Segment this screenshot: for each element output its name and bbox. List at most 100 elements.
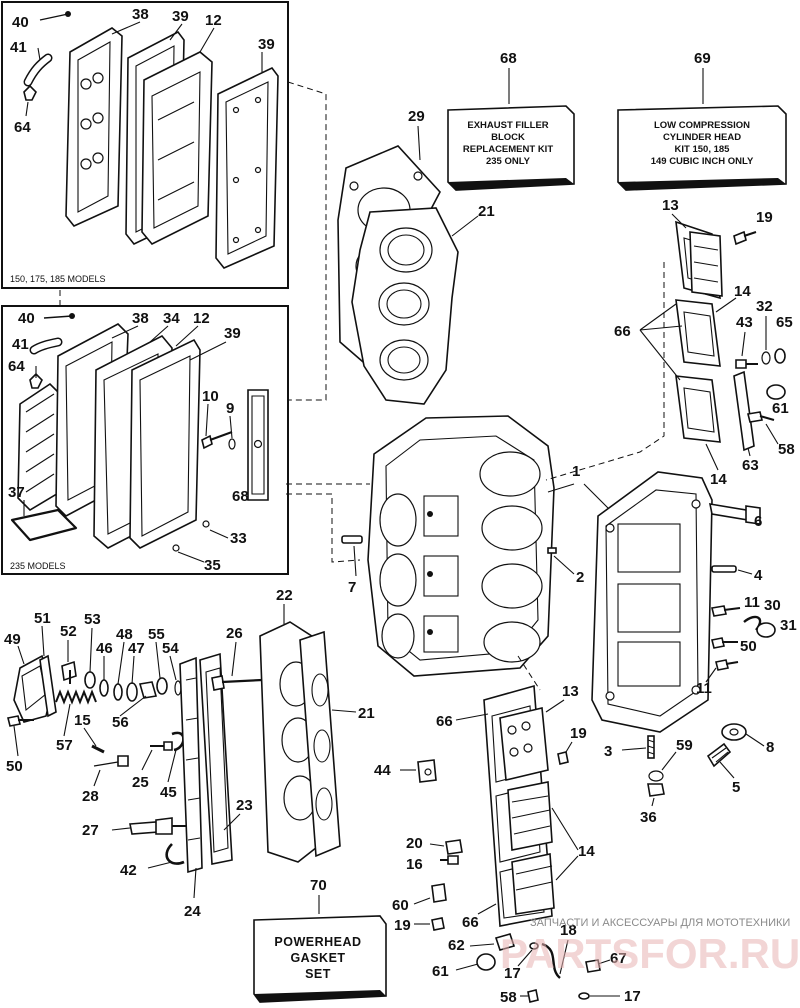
fitting-56 bbox=[138, 681, 158, 699]
crankcase-half bbox=[591, 471, 713, 733]
callout: 66 bbox=[462, 914, 479, 931]
reed-plate-mid bbox=[675, 299, 721, 367]
hose-top bbox=[23, 53, 53, 87]
bracket-63 bbox=[733, 370, 755, 452]
kit-box-69: LOW COMPRESSION CYLINDER HEAD KIT 150, 1… bbox=[617, 105, 787, 191]
cap-61-right bbox=[766, 384, 786, 400]
screw-11-lower bbox=[715, 659, 739, 671]
callout: 13 bbox=[662, 197, 679, 214]
bolt-10 bbox=[201, 431, 233, 450]
callout: 59 bbox=[676, 737, 693, 754]
inner-gasket-bottom bbox=[129, 338, 201, 549]
callout: 21 bbox=[478, 203, 495, 220]
screw-19-right bbox=[733, 230, 757, 246]
seal-53 bbox=[84, 671, 96, 689]
inset-caption-bottom: 235 MODELS bbox=[10, 561, 66, 571]
callout: 21 bbox=[358, 705, 375, 722]
screw-50-left bbox=[7, 715, 34, 727]
lower-reed-block-mid bbox=[507, 781, 553, 851]
callout: 28 bbox=[82, 788, 99, 805]
gasket-24 bbox=[179, 656, 203, 874]
callout: 52 bbox=[60, 623, 77, 640]
callout: 68 bbox=[500, 50, 517, 67]
callout: 47 bbox=[128, 640, 145, 657]
callout: 13 bbox=[562, 683, 579, 700]
callout: 43 bbox=[736, 314, 753, 331]
callout: 14 bbox=[710, 471, 727, 488]
callout: 9 bbox=[226, 400, 234, 417]
spring-57 bbox=[55, 689, 97, 705]
screw-11-upper bbox=[711, 605, 741, 617]
inset-frame-top bbox=[1, 1, 289, 289]
seal-55 bbox=[156, 677, 168, 695]
gasket-23 bbox=[199, 652, 233, 865]
screw-19-lower bbox=[557, 751, 569, 765]
callout: 17 bbox=[624, 988, 641, 1005]
callout: 53 bbox=[84, 611, 101, 628]
piston-47 bbox=[126, 682, 138, 702]
pin-15 bbox=[91, 744, 105, 754]
exhaust-manifold-top bbox=[141, 51, 213, 245]
clip-17-lower bbox=[578, 992, 590, 1000]
stud-3 bbox=[647, 735, 655, 759]
cylinder-block-1 bbox=[367, 415, 555, 677]
callout: 66 bbox=[614, 323, 631, 340]
cap-31 bbox=[756, 622, 776, 638]
callout: 61 bbox=[432, 963, 449, 980]
callout: 4 bbox=[754, 567, 763, 584]
kit-68-line4: 235 ONLY bbox=[486, 156, 531, 167]
clamp-42 bbox=[165, 843, 185, 865]
exhaust-cover-top bbox=[65, 27, 123, 227]
kit-69-line3: KIT 150, 185 bbox=[675, 144, 731, 155]
callout: 1 bbox=[572, 463, 580, 480]
callout: 19 bbox=[756, 209, 773, 226]
screw-58-lower bbox=[527, 989, 539, 1003]
fitting-bottom bbox=[29, 372, 43, 389]
lower-reed-block-low bbox=[511, 853, 555, 915]
callout: 41 bbox=[12, 336, 29, 353]
callout: 14 bbox=[734, 283, 751, 300]
screw-50-right bbox=[711, 637, 738, 649]
callout: 39 bbox=[258, 36, 275, 53]
callout: 64 bbox=[8, 358, 25, 375]
bolt-6 bbox=[708, 503, 761, 525]
o-ring-37 bbox=[10, 508, 78, 542]
callout: 10 bbox=[202, 388, 219, 405]
clip-45 bbox=[171, 731, 185, 752]
valve-52 bbox=[61, 660, 77, 684]
callout: 48 bbox=[116, 626, 133, 643]
callout: 54 bbox=[162, 640, 179, 657]
kit-68-line3: REPLACEMENT KIT bbox=[463, 144, 553, 155]
callout: 26 bbox=[226, 625, 243, 642]
callout: 16 bbox=[406, 856, 423, 873]
callout: 11 bbox=[696, 680, 712, 697]
callout: 17 bbox=[504, 965, 521, 982]
callout: 33 bbox=[230, 530, 247, 547]
screw-43 bbox=[735, 359, 758, 369]
callout: 32 bbox=[756, 298, 773, 315]
callout: 23 bbox=[236, 797, 253, 814]
callout: 35 bbox=[204, 557, 221, 574]
o-ring-33 bbox=[202, 520, 210, 528]
hose-18 bbox=[541, 942, 561, 979]
callout: 37 bbox=[8, 484, 25, 501]
screw-16 bbox=[440, 855, 459, 865]
washer-59 bbox=[648, 770, 664, 782]
nut-65 bbox=[774, 348, 786, 364]
callout: 57 bbox=[56, 737, 73, 754]
nut-36 bbox=[647, 783, 665, 797]
kit-69-line4: 149 CUBIC INCH ONLY bbox=[651, 156, 754, 167]
washer-9 bbox=[228, 438, 236, 450]
callout: 30 bbox=[764, 597, 781, 614]
callout: 56 bbox=[112, 714, 129, 731]
callout: 12 bbox=[205, 12, 222, 29]
fitting-5 bbox=[706, 742, 732, 768]
callout: 14 bbox=[578, 843, 595, 860]
callout: 41 bbox=[10, 39, 27, 56]
callout: 19 bbox=[570, 725, 587, 742]
callout: 65 bbox=[776, 314, 793, 331]
callout: 27 bbox=[82, 822, 99, 839]
screw-40-bottom bbox=[43, 313, 75, 319]
callout: 5 bbox=[732, 779, 740, 796]
